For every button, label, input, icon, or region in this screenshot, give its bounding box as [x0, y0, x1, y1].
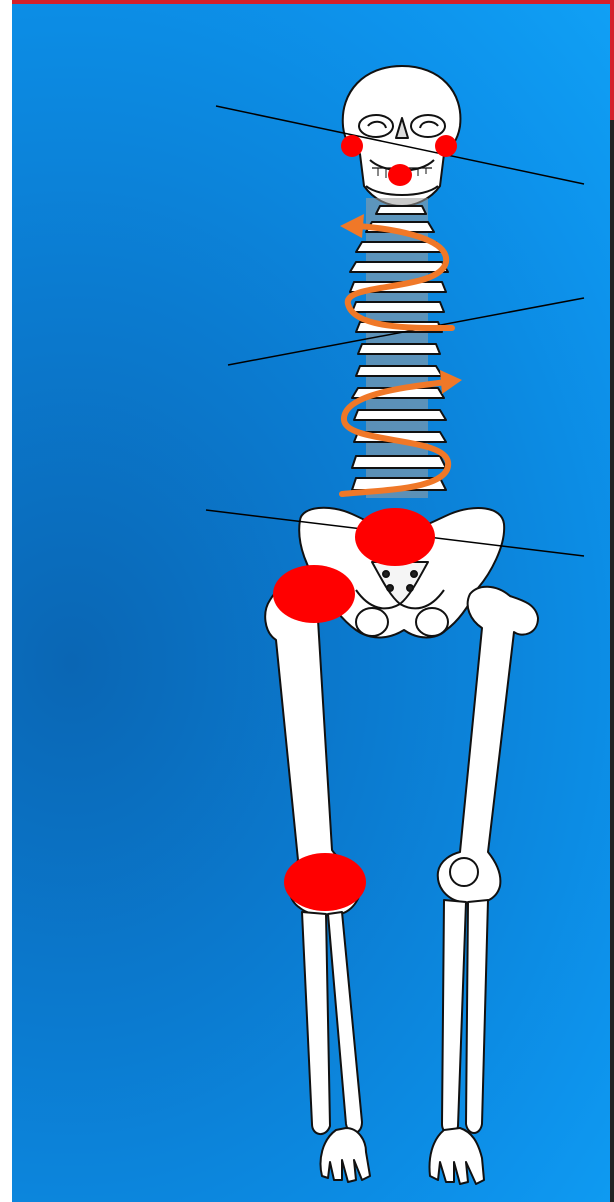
jaw-right-marker — [435, 135, 457, 157]
upper-arrow-head — [340, 214, 364, 238]
chin-marker — [388, 164, 412, 186]
right-knee-marker — [284, 853, 366, 911]
jaw-left-marker — [341, 135, 363, 157]
leg-right-of-view — [430, 587, 538, 1184]
right-hip-marker — [273, 565, 355, 623]
sacrum-marker — [355, 508, 435, 566]
lower-arrow-head — [440, 370, 462, 394]
